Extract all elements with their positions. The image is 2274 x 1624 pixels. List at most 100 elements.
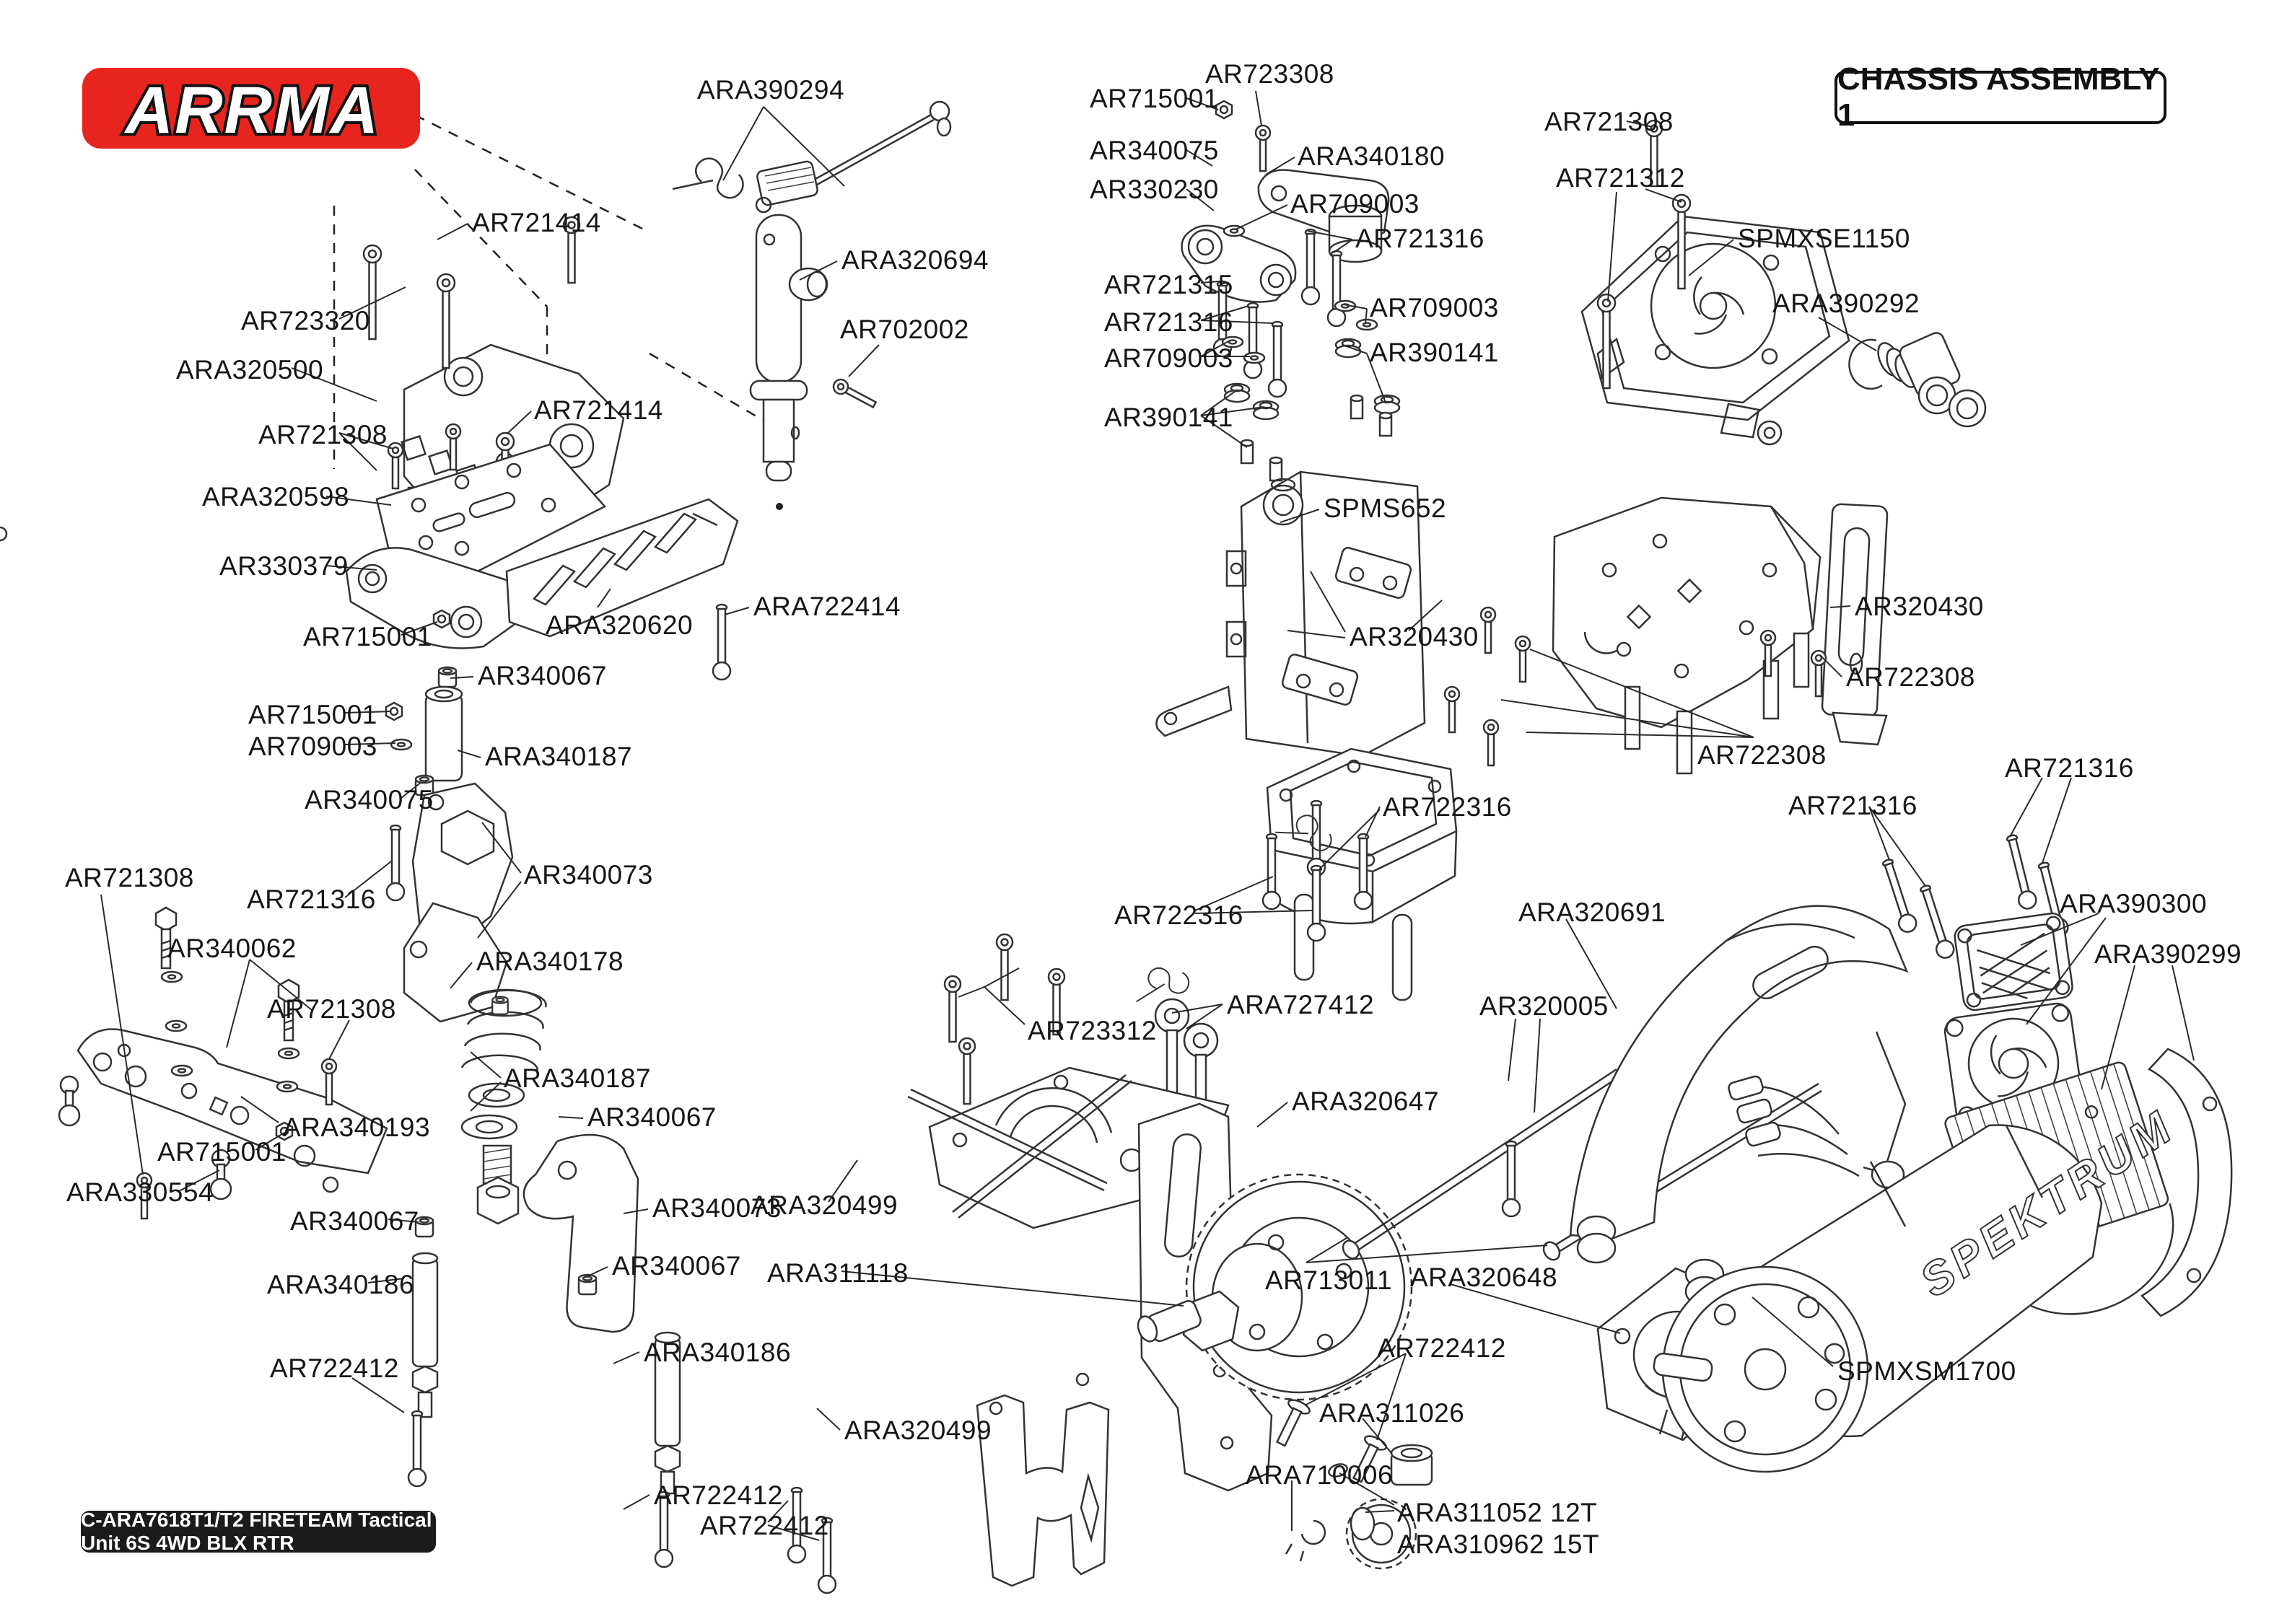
part-label: SPMXSE1150	[1738, 224, 1910, 253]
leader-line	[457, 750, 481, 758]
washer-icon	[468, 1082, 525, 1108]
part-label: AR721308	[65, 863, 194, 892]
leader-line	[1235, 204, 1288, 230]
part-label: ARA330554	[66, 1177, 214, 1207]
part-label: AR713011	[1265, 1265, 1393, 1295]
pin-icon	[1243, 302, 1263, 379]
leader-line	[338, 432, 377, 471]
part-label: ARA390292	[1772, 289, 1920, 318]
leader-line	[1186, 149, 1213, 167]
leader-line	[477, 881, 522, 939]
leader-line	[1376, 1353, 1407, 1441]
screw-icon	[387, 442, 404, 490]
sketch-steering-plate	[76, 1028, 388, 1193]
part-label: AR340067	[612, 1251, 741, 1281]
leader-line	[623, 1208, 649, 1214]
sketch-body-post	[749, 214, 828, 510]
part-label: AR721414	[472, 208, 601, 237]
leader-line	[1343, 304, 1368, 310]
leader-line	[1366, 353, 1386, 403]
part-label: ARA390294	[697, 75, 845, 105]
leader-line	[848, 344, 880, 377]
leader-line	[1626, 120, 1653, 128]
logo-text: ARRMA	[124, 74, 380, 147]
leader-line	[623, 1494, 650, 1510]
washer-icon	[1243, 351, 1266, 364]
part-label: ARA340186	[267, 1270, 415, 1299]
leader-line	[1200, 305, 1249, 321]
sketch-spring	[460, 988, 547, 1073]
ball-stud-icon	[58, 1075, 81, 1127]
part-label: AR709003	[248, 732, 377, 761]
screw-icon	[1443, 685, 1461, 734]
leader-line	[1829, 605, 1851, 608]
leader-line	[344, 742, 396, 745]
part-label: AR340075	[305, 785, 434, 815]
part-label: AR340067	[290, 1206, 419, 1236]
leader-line	[767, 1524, 820, 1541]
washer-icon	[160, 970, 183, 983]
part-label: ARA710006	[1246, 1460, 1394, 1490]
leader-line	[2172, 965, 2195, 1061]
leader-line	[470, 1051, 502, 1079]
part-label: AR340067	[587, 1102, 717, 1132]
leader-line	[401, 621, 438, 636]
leader-line	[1508, 1018, 1516, 1081]
part-label: ARA320598	[202, 482, 350, 512]
sketch-shoulder-screws	[1154, 998, 1219, 1128]
leader-line	[100, 894, 144, 1175]
leader-line	[1534, 1018, 1541, 1113]
part-label: ARA320647	[1292, 1087, 1440, 1116]
part-label: ARA340186	[644, 1338, 792, 1367]
part-label: AR340073	[524, 860, 653, 890]
leader-line	[1408, 600, 1443, 631]
washer-hole	[482, 1088, 511, 1102]
sketch-body-clip-mount	[671, 100, 952, 214]
part-label: ARA340193	[283, 1112, 431, 1142]
leader-line	[1819, 654, 1842, 677]
leader-line	[585, 1266, 608, 1278]
leader-line	[388, 1219, 419, 1223]
pin-icon	[2002, 832, 2039, 912]
leader-line	[2020, 913, 2099, 946]
washer-icon	[165, 1019, 188, 1032]
sketch-heatsink-strap	[2140, 1048, 2233, 1317]
leader-line	[1280, 509, 1320, 523]
leader-line	[1200, 390, 1236, 416]
screw-icon	[958, 1037, 976, 1105]
leader-line	[367, 1278, 405, 1283]
leader-line	[1306, 1237, 1347, 1263]
part-label: AR709003	[1104, 343, 1233, 373]
leader-line	[1818, 317, 1877, 351]
washer-icon	[170, 1064, 193, 1077]
bushing-icon	[437, 666, 458, 688]
leader-line	[470, 1081, 502, 1112]
leader-line	[1200, 340, 1230, 357]
leader-line	[401, 781, 422, 799]
part-label: ARA320691	[1518, 897, 1666, 927]
brand-logo: ARRMA	[79, 63, 426, 161]
leader-line	[1607, 191, 1617, 302]
sheet-title: CHASSIS ASSEMBLY 1	[1837, 61, 2159, 133]
part-label: SPMS652	[1324, 493, 1447, 523]
pin-icon	[1267, 320, 1287, 398]
part-label: AR722308	[1697, 740, 1827, 770]
leader-line	[1194, 876, 1274, 911]
screw-icon	[712, 603, 732, 681]
leader-line	[450, 676, 474, 679]
leader-line	[1265, 157, 1295, 175]
part-label: SPMXSM1700	[1837, 1356, 2016, 1386]
sketch-fan-cover	[1954, 912, 2073, 1011]
pin-icon	[1300, 228, 1321, 306]
leader-line	[255, 1132, 285, 1151]
grommet-icon	[1373, 394, 1401, 415]
part-label: ARA320499	[751, 1190, 898, 1220]
part-label: ARA320499	[844, 1415, 992, 1445]
leader-line	[799, 260, 838, 281]
part-label: ARA722414	[753, 592, 901, 621]
grommet-icon	[1252, 400, 1280, 421]
sketch-steering-horn-lower	[522, 1133, 639, 1333]
part-label: AR702002	[840, 315, 969, 344]
part-label: AR721414	[534, 395, 663, 425]
